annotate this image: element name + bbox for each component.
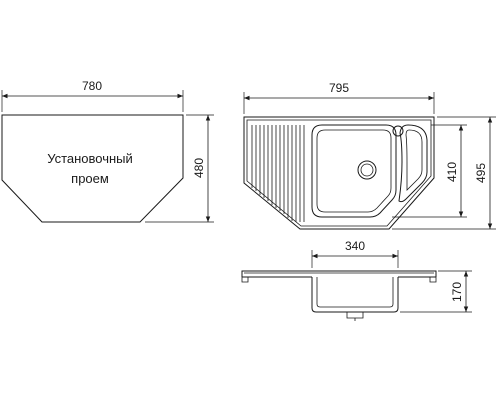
sink-bowl-depth-label: 410 [445,162,459,182]
cutout-height-label: 480 [192,158,206,178]
sink-side-height-dimension: 170 [400,270,472,313]
sink-width-dimension: 795 [243,81,435,114]
sink-side-bowl-outer [311,277,399,313]
secondary-bowl-outer [398,124,428,203]
cutout-view: Установочный проем 780 480 [1,79,214,223]
sink-side-bowl-inner [316,277,394,308]
cutout-height-dimension: 480 [145,114,214,223]
drainboard-ribs [251,125,305,222]
sink-plan-view: 795 410 495 [243,81,496,230]
sink-width-label: 795 [329,81,349,95]
sink-inner-outline [246,119,432,227]
faucet-hole [392,125,404,137]
main-bowl-outer [311,124,397,218]
cutout-label-line1: Установочный [47,151,133,166]
sink-side-view: 340 170 [241,239,472,321]
cutout-width-label: 780 [82,79,102,93]
secondary-bowl-inner [405,129,423,191]
main-bowl-drain [357,160,377,180]
cutout-label-line2: проем [71,171,109,186]
sink-total-depth-dimension: 495 [392,116,496,230]
sink-side-bowl-width-label: 340 [345,239,365,253]
sink-side-rim [241,270,437,278]
sink-side-bowl-width-dimension: 340 [311,239,399,268]
sink-total-depth-label: 495 [474,163,488,183]
cutout-width-dimension: 780 [1,79,184,112]
cutout-outline [1,114,184,223]
main-bowl-inner [316,129,392,213]
sink-outer-outline [243,116,435,230]
sink-side-height-label: 170 [450,282,464,302]
sink-bowl-depth-dimension: 410 [392,124,467,218]
main-bowl-drain-inner [360,163,374,177]
